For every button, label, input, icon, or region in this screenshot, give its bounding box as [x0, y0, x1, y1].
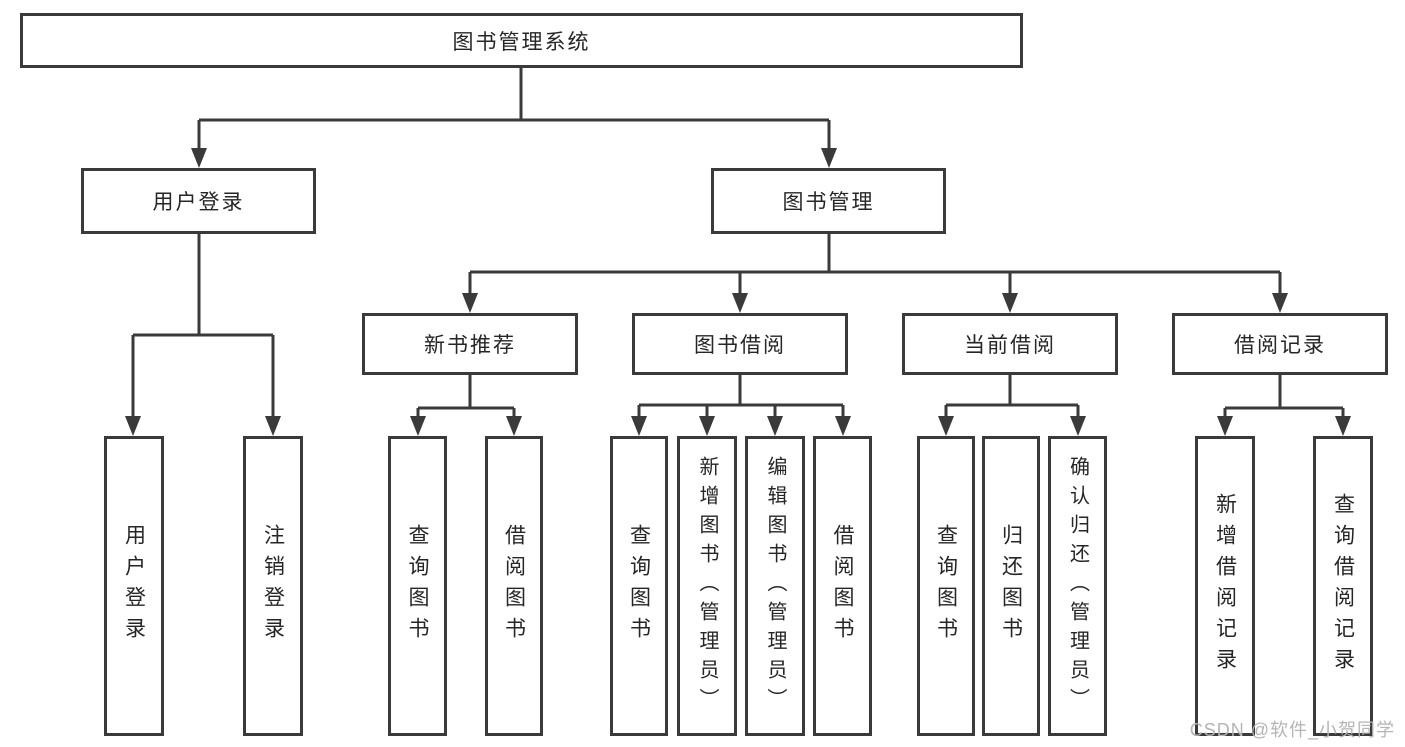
node-label: 借阅图书 — [831, 524, 854, 648]
node-book-borrow: 图书借阅 — [632, 313, 848, 375]
leaf-logout: 注销登录 — [243, 436, 303, 736]
node-label: 用户登录 — [152, 191, 245, 214]
leaf-confirm-return-admin: 确认归还（管理员） — [1048, 436, 1107, 736]
leaf-borrow-books-recommend: 借阅图书 — [485, 436, 543, 736]
node-current-borrow: 当前借阅 — [902, 313, 1118, 375]
node-label: 确认归还（管理员） — [1066, 455, 1089, 717]
leaf-query-books-borrow: 查询图书 — [610, 436, 668, 736]
leaf-borrow-books: 借阅图书 — [813, 436, 872, 736]
node-label: 注销登录 — [261, 524, 285, 648]
node-label: 归还图书 — [999, 524, 1023, 648]
node-label: 用户登录 — [122, 524, 146, 648]
node-label: 新增借阅记录 — [1213, 493, 1237, 679]
node-label: 新书推荐 — [424, 334, 516, 357]
leaf-return-books: 归还图书 — [982, 436, 1040, 736]
leaf-add-books-admin: 新增图书（管理员） — [677, 436, 737, 736]
node-library-management-system: 图书管理系统 — [20, 13, 1023, 68]
node-label: 查询图书 — [627, 524, 651, 648]
node-borrow-records: 借阅记录 — [1172, 313, 1388, 375]
leaf-edit-books-admin: 编辑图书（管理员） — [745, 436, 805, 736]
leaf-user-login: 用户登录 — [104, 436, 164, 736]
csdn-watermark: CSDN @软件_小贺同学 — [1189, 720, 1395, 740]
leaf-add-borrow-record: 新增借阅记录 — [1195, 436, 1255, 736]
node-label: 新增图书（管理员） — [696, 455, 718, 717]
node-label: 借阅记录 — [1234, 334, 1326, 357]
node-book-management: 图书管理 — [711, 168, 946, 234]
node-new-book-recommend: 新书推荐 — [362, 313, 578, 375]
leaf-query-borrow-record: 查询借阅记录 — [1313, 436, 1373, 736]
node-label: 当前借阅 — [964, 334, 1056, 357]
node-label: 图书借阅 — [694, 334, 786, 357]
node-label: 图书管理系统 — [452, 30, 591, 54]
node-user-login: 用户登录 — [81, 168, 316, 234]
leaf-query-books-recommend: 查询图书 — [388, 436, 447, 736]
node-label: 借阅图书 — [502, 524, 526, 648]
node-label: 查询借阅记录 — [1331, 493, 1355, 679]
leaf-query-books-current: 查询图书 — [917, 436, 975, 736]
node-label: 查询图书 — [934, 524, 958, 648]
node-label: 图书管理 — [782, 191, 875, 214]
node-label: 编辑图书（管理员） — [764, 455, 786, 717]
node-label: 查询图书 — [406, 524, 429, 648]
